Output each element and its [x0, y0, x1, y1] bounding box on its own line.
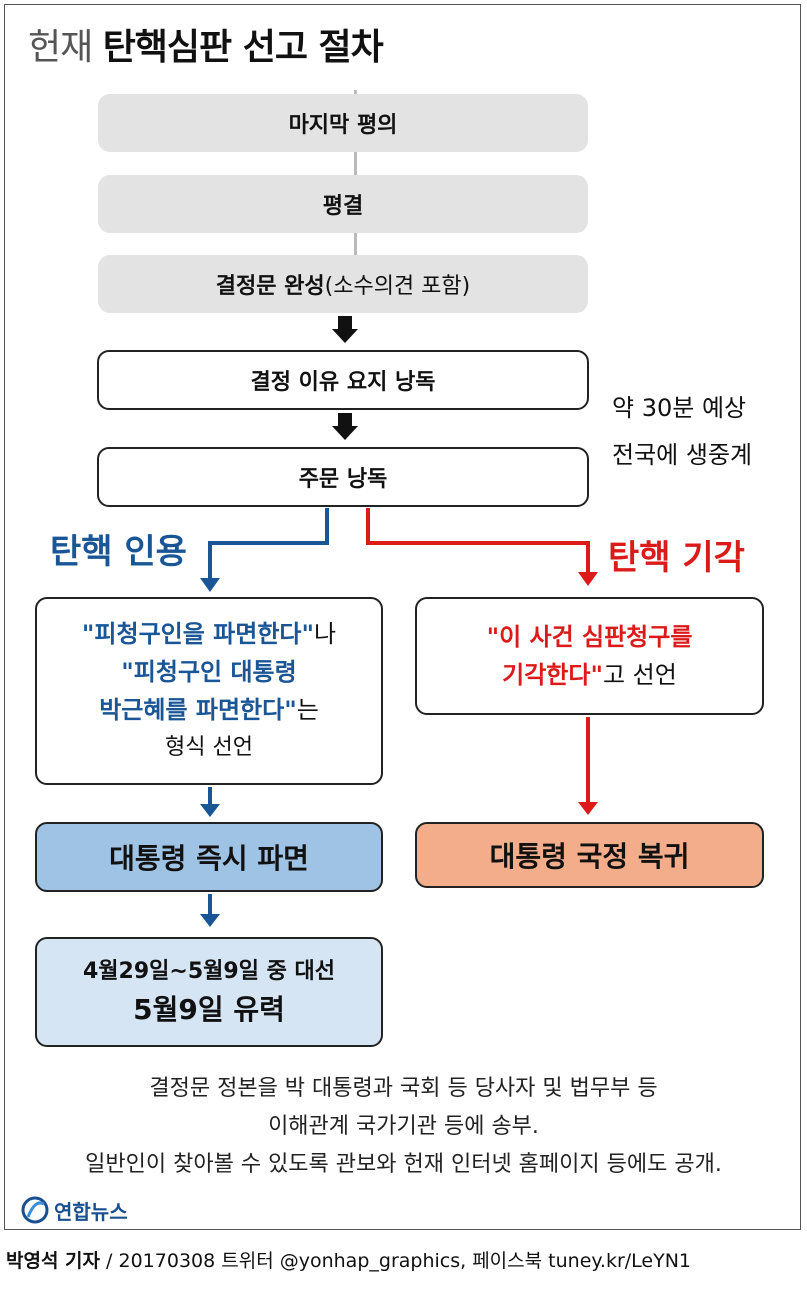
result-removal-box: 대통령 즉시 파면 [35, 822, 383, 892]
note-broadcast: 전국에 생중계 [612, 441, 753, 469]
arrow-accept-to-removal [200, 787, 220, 817]
arrow-down-black-2 [332, 413, 358, 440]
reject-declaration-box: "이 사건 심판청구를 기각한다"고 선언 [415, 597, 764, 715]
credit-line: 박영석 기자 / 20170308 트위터 @yonhap_graphics, … [6, 1250, 692, 1272]
footer-line-3: 일반인이 찾아볼 수 있도록 관보와 헌재 인터넷 홈페이지 등에도 공개. [85, 1152, 722, 1177]
page-title: 헌재 탄핵심판 선고 절차 [28, 27, 384, 68]
footer-line-2: 이해관계 국가기관 등에 송부. [268, 1114, 539, 1139]
yonhap-logo: 연합뉴스 [20, 1195, 128, 1225]
election-box: 4월29일~5월9일 중 대선 5월9일 유력 [35, 937, 383, 1047]
step-order-reading: 주문 낭독 [97, 447, 589, 507]
branch-reject-label: 탄핵 기각 [608, 538, 745, 578]
arrow-branch-reject [366, 508, 598, 586]
arrow-branch-accept [200, 508, 329, 592]
arrow-reject-to-return [578, 717, 598, 815]
note-duration: 약 30분 예상 [612, 394, 747, 422]
step-final-deliberation: 마지막 평의 [98, 94, 588, 152]
step-reasons-reading: 결정 이유 요지 낭독 [97, 350, 589, 410]
result-return-box: 대통령 국정 복귀 [415, 822, 764, 888]
yonhap-logo-icon [21, 1196, 49, 1224]
diagram-frame [4, 4, 801, 1230]
arrow-down-black-1 [332, 316, 358, 343]
step-decision-text: 결정문 완성(소수의견 포함) [98, 255, 588, 313]
branch-accept-label: 탄핵 인용 [50, 532, 187, 572]
step-vote: 평결 [98, 175, 588, 233]
footer-line-1: 결정문 정본을 박 대통령과 국회 등 당사자 및 법무부 등 [149, 1076, 658, 1101]
arrow-removal-to-election [200, 894, 220, 927]
accept-declaration-box: "피청구인을 파면한다"나 "피청구인 대통령 박근혜를 파면한다"는 형식 선… [35, 597, 383, 785]
